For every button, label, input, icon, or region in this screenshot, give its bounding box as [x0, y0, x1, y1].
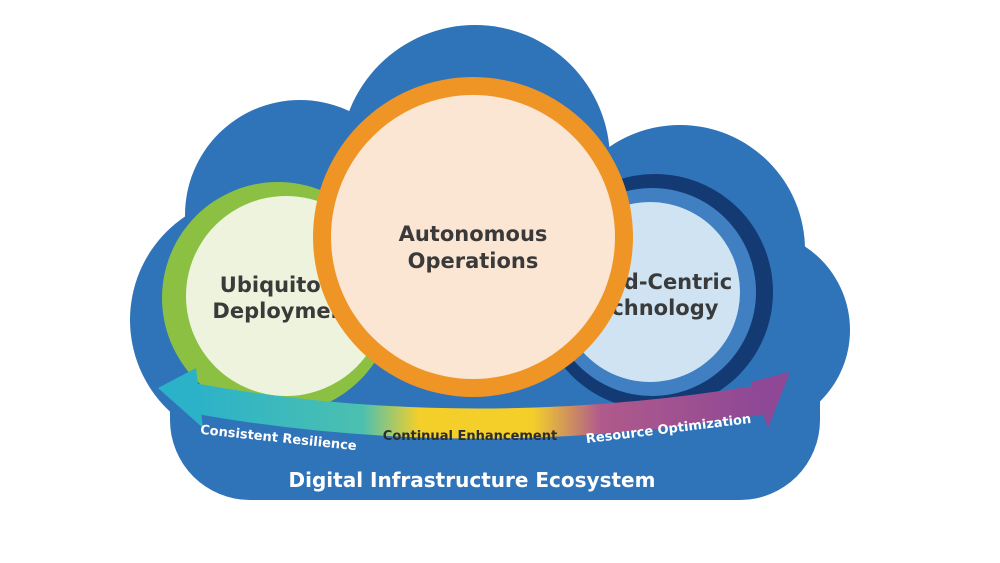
right-arrowhead-icon	[751, 372, 790, 428]
autonomous-operations-circle: Autonomous Operations	[313, 77, 633, 397]
autonomous-line1: Autonomous	[399, 222, 548, 246]
ecosystem-title: Digital Infrastructure Ecosystem	[289, 468, 656, 492]
improvement-cycle-band: Consistent Resilience Continual Enhancem…	[158, 368, 790, 454]
left-arrowhead-icon	[158, 368, 203, 428]
autonomous-line2: Operations	[408, 249, 539, 273]
continual-enhancement-label: Continual Enhancement	[383, 429, 557, 444]
